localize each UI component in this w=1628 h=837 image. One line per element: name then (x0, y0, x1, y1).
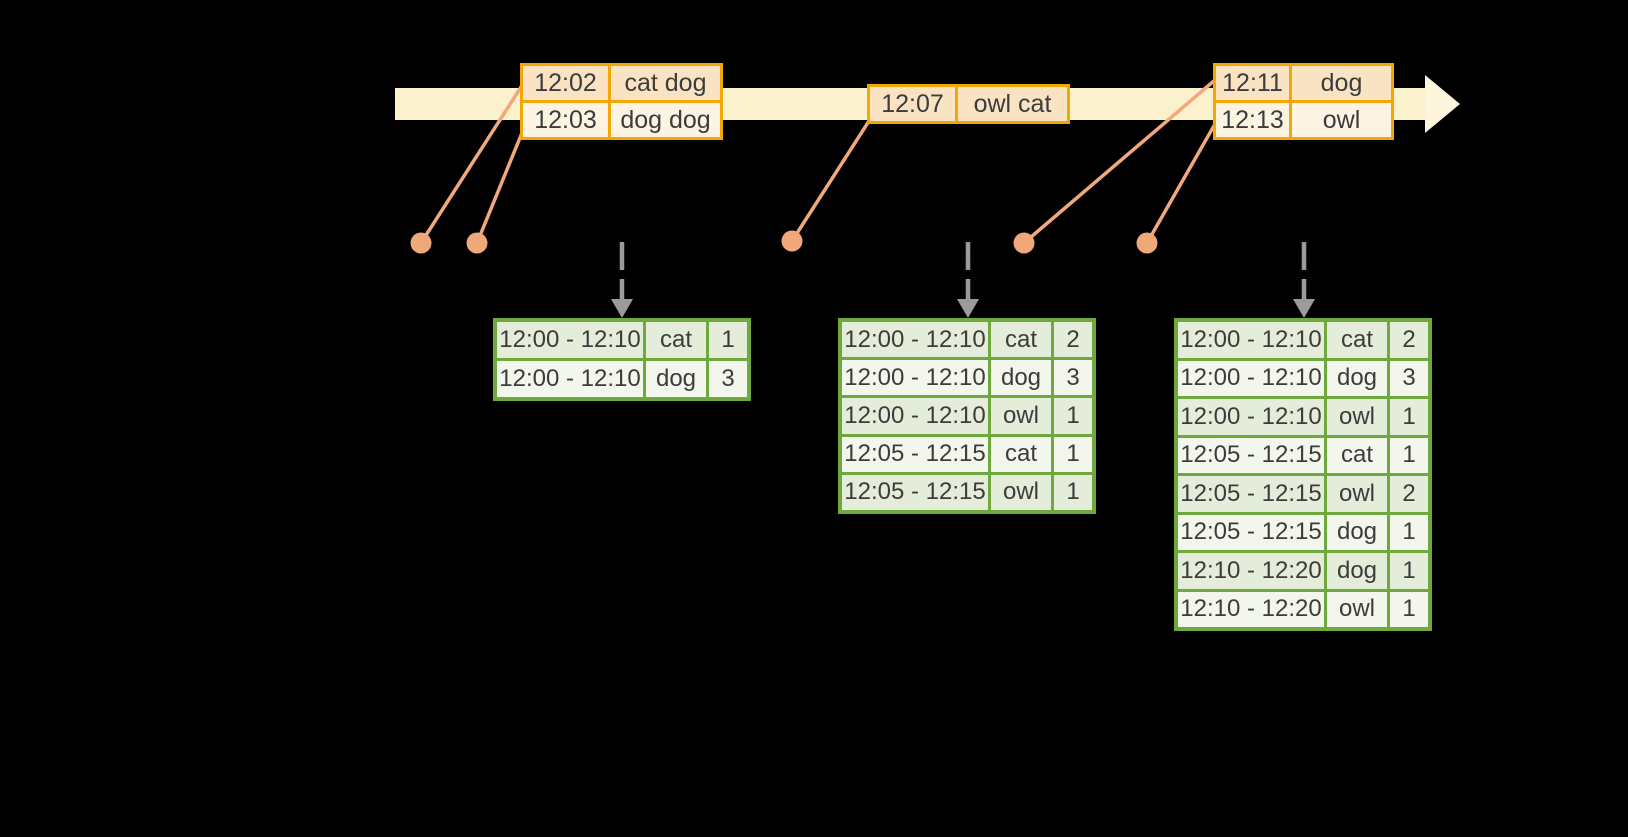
result-window: 12:00 - 12:10 (842, 360, 988, 396)
result-word: dog (1327, 553, 1387, 589)
result-count: 2 (1390, 476, 1428, 512)
result-window: 12:05 - 12:15 (1178, 437, 1324, 473)
result-window: 12:00 - 12:10 (497, 361, 643, 397)
result-count: 1 (1390, 553, 1428, 589)
event-connector-line (1145, 123, 1217, 244)
result-count: 1 (1390, 591, 1428, 627)
event-words: dog (1292, 66, 1391, 100)
event-time: 12:07 (870, 87, 955, 121)
trigger-arrow-icon (957, 242, 979, 318)
result-word: cat (646, 322, 706, 358)
result-count: 1 (1054, 398, 1092, 434)
event-connector-line (419, 83, 525, 244)
result-window: 12:00 - 12:10 (842, 322, 988, 358)
result-table-3: 12:00 - 12:10 cat 2 12:00 - 12:10 dog 3 … (1174, 318, 1432, 631)
result-window: 12:10 - 12:20 (1178, 591, 1324, 627)
result-count: 3 (1054, 360, 1092, 396)
result-window: 12:00 - 12:10 (842, 398, 988, 434)
event-connector-line (790, 120, 871, 242)
trigger-arrow-icon (1293, 242, 1315, 318)
result-window: 12:00 - 12:10 (497, 322, 643, 358)
result-word: dog (646, 361, 706, 397)
event-table-1: 12:02 cat dog 12:03 dog dog (520, 63, 723, 140)
event-time: 12:11 (1216, 66, 1289, 100)
result-word: owl (991, 398, 1051, 434)
result-word: cat (991, 322, 1051, 358)
result-window: 12:05 - 12:15 (1178, 514, 1324, 550)
result-window: 12:00 - 12:10 (1178, 399, 1324, 435)
result-table-1: 12:00 - 12:10 cat 1 12:00 - 12:10 dog 3 (493, 318, 751, 401)
result-word: cat (1327, 322, 1387, 358)
event-words: owl (1292, 103, 1391, 137)
result-count: 1 (1054, 474, 1092, 510)
result-count: 1 (1390, 437, 1428, 473)
result-count: 3 (709, 361, 747, 397)
event-words: cat dog (611, 66, 720, 100)
result-window: 12:00 - 12:10 (1178, 322, 1324, 358)
result-word: owl (1327, 591, 1387, 627)
result-window: 12:05 - 12:15 (1178, 476, 1324, 512)
event-time: 12:13 (1216, 103, 1289, 137)
result-word: owl (1327, 476, 1387, 512)
result-word: dog (1327, 514, 1387, 550)
result-word: owl (991, 474, 1051, 510)
event-marker-dot (781, 230, 803, 252)
result-table-2: 12:00 - 12:10 cat 2 12:00 - 12:10 dog 3 … (838, 318, 1096, 514)
result-count: 3 (1390, 360, 1428, 396)
trigger-arrow-icon (611, 242, 633, 318)
event-table-2: 12:07 owl cat (867, 84, 1070, 124)
result-count: 1 (1054, 436, 1092, 472)
result-window: 12:05 - 12:15 (842, 436, 988, 472)
result-window: 12:10 - 12:20 (1178, 553, 1324, 589)
event-words: dog dog (611, 103, 720, 137)
event-connector-line (1022, 78, 1217, 245)
result-count: 1 (1390, 399, 1428, 435)
result-count: 2 (1390, 322, 1428, 358)
result-word: cat (1327, 437, 1387, 473)
result-word: cat (991, 436, 1051, 472)
result-window: 12:05 - 12:15 (842, 474, 988, 510)
result-window: 12:00 - 12:10 (1178, 360, 1324, 396)
result-count: 1 (1390, 514, 1428, 550)
event-marker-dot (466, 232, 488, 254)
result-word: dog (1327, 360, 1387, 396)
timeline-arrow-icon (1425, 75, 1460, 133)
event-marker-dot (410, 232, 432, 254)
result-word: owl (1327, 399, 1387, 435)
event-time: 12:03 (523, 103, 608, 137)
result-count: 1 (709, 322, 747, 358)
event-marker-dot (1136, 232, 1158, 254)
event-time: 12:02 (523, 66, 608, 100)
event-connector-line (475, 127, 526, 244)
result-count: 2 (1054, 322, 1092, 358)
event-words: owl cat (958, 87, 1067, 121)
event-table-3: 12:11 dog 12:13 owl (1213, 63, 1394, 140)
event-marker-dot (1013, 232, 1035, 254)
result-word: dog (991, 360, 1051, 396)
